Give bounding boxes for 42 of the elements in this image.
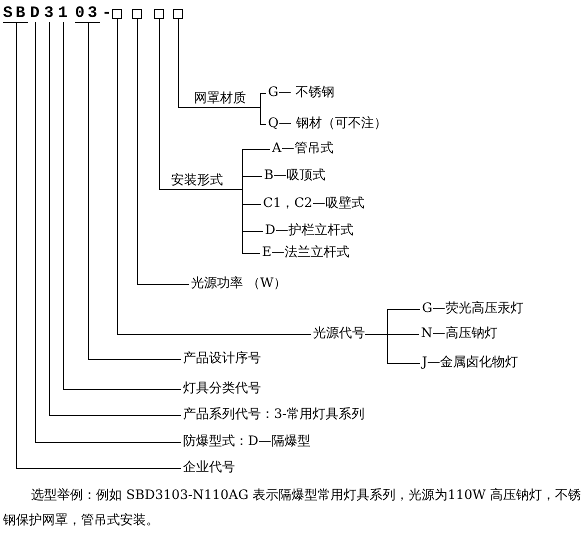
code-field-label: 光源代号	[313, 325, 365, 342]
leader-line	[159, 18, 172, 190]
bracket-line	[222, 189, 260, 254]
option-label: E—法兰立杆式	[262, 244, 350, 261]
empty-square-icon	[173, 9, 183, 19]
empty-square-icon	[112, 9, 122, 19]
model-code-digit: 1	[58, 4, 68, 22]
option-label: B—吸顶式	[264, 167, 326, 184]
empty-square-icon	[154, 9, 164, 19]
code-field-label: 防爆型式：D—隔爆型	[183, 433, 310, 450]
leader-line	[137, 18, 190, 285]
option-label: J—金属卤化物灯	[422, 354, 518, 371]
code-hyphen: -	[102, 4, 112, 22]
leader-line	[117, 18, 312, 335]
leader-line	[178, 18, 194, 108]
code-field-label: 光源功率 （W）	[191, 275, 286, 292]
option-label: N—高压钠灯	[421, 325, 498, 342]
bracket-line	[246, 107, 266, 125]
option-label: G—荧光高压汞灯	[422, 300, 524, 317]
model-code-letter: D	[30, 4, 40, 22]
leader-line	[88, 22, 182, 360]
code-field-label: 企业代号	[183, 459, 235, 476]
code-field-label: 安装形式	[171, 172, 223, 190]
code-field-label: 网罩材质	[194, 90, 246, 108]
code-field-label: 产品设计序号	[183, 350, 261, 367]
model-code-letters: SB	[3, 4, 28, 23]
option-label: Q— 钢材（可不注）	[268, 115, 387, 132]
model-code-digit: 3	[44, 4, 54, 22]
option-label: G— 不锈钢	[268, 84, 335, 101]
option-label: A—管吊式	[272, 140, 334, 157]
code-field-label: 产品系列代号：3-常用灯具系列	[183, 406, 365, 423]
example-caption: 选型举例：例如 SBD3103-N110AG 表示隔爆型常用灯具系列，光源为110W 高压钠灯，不锈钢保护网罩，管吊式安装。	[3, 487, 582, 530]
leader-line	[63, 22, 182, 390]
option-label: D—护栏立杆式	[265, 222, 354, 239]
model-code-digits: 03	[75, 4, 100, 23]
leader-line	[35, 22, 182, 443]
leader-line	[16, 22, 182, 469]
leader-line	[49, 22, 182, 416]
empty-square-icon	[132, 9, 142, 19]
option-label: C1，C2—吸壁式	[263, 195, 364, 212]
code-field-label: 灯具分类代号	[183, 380, 261, 397]
bracket-line	[364, 334, 420, 364]
